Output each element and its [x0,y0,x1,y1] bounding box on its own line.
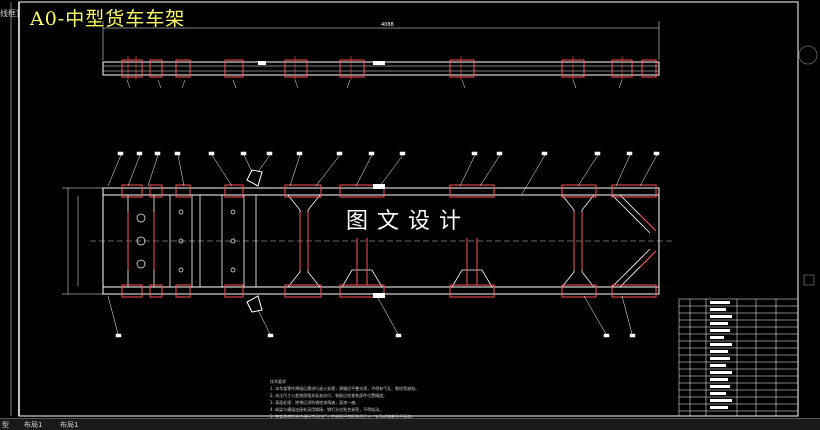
note-line: 2. 未注尺寸公差按照相关标准执行，装配后检查各部件位置精度。 [270,393,388,398]
status-coords: 型 [2,421,9,429]
layout-tab-2[interactable]: 布局1 [60,421,79,429]
note-line: 4. 纵梁与横梁连接处采用铆接，铆钉头应贴合紧密，不得松动。 [270,407,384,412]
dimension-4088: 4088 [381,22,394,28]
side-view [102,21,660,89]
drawing-title: A0-中型货车车架 [30,8,186,30]
note-line: 1. 本车架零件焊接后需进行退火处理，焊缝应平整光滑，不得有气孔、裂纹等缺陷。 [270,386,420,391]
note-line: 3. 表面处理：除锈后涂防锈底漆两遍，面漆一遍。 [270,400,360,405]
status-bar: 型 布局1 布局1 [0,418,820,430]
layout-tab-1[interactable]: 布局1 [24,421,43,429]
parts-list-table [678,298,799,417]
layout-tab-label[interactable]: 线框] [0,9,20,18]
watermark-text: 图文设计 [346,209,471,234]
notes-title: 技术要求 [270,379,286,384]
note-line: 5. 车架总成检验合格后方可出厂，检验项目包括外形尺寸、对角线偏差及平面度。 [270,414,416,419]
plan-view [62,151,672,338]
compass-icon [798,45,818,65]
technical-notes: 技术要求 1. 本车架零件焊接后需进行退火处理，焊缝应平整光滑，不得有气孔、裂纹… [270,378,670,420]
